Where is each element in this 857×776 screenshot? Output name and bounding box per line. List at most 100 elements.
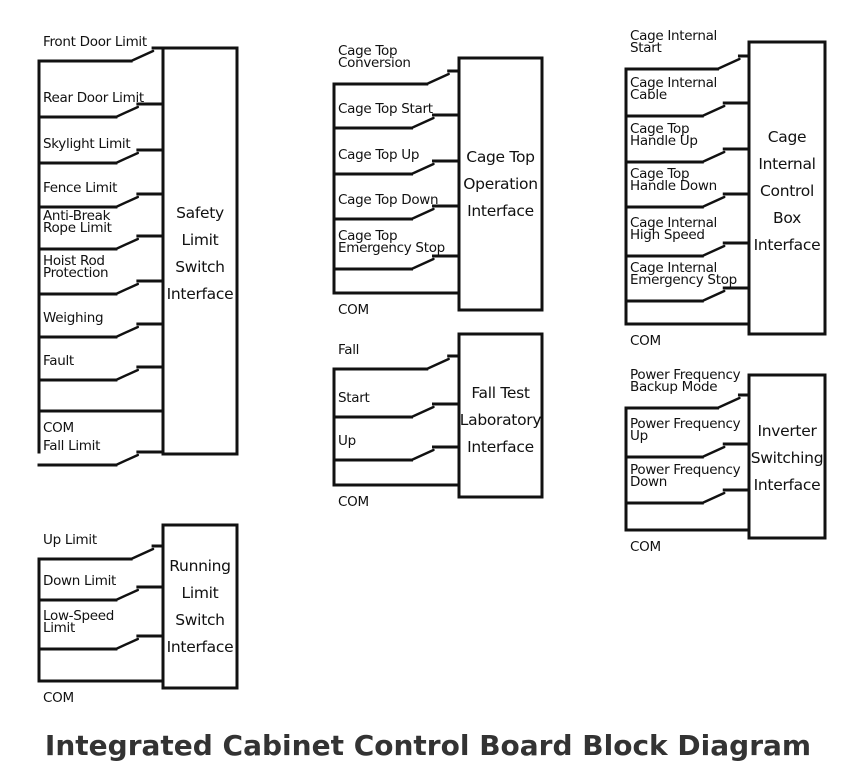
falltest-interface-name: Laboratory bbox=[460, 411, 542, 429]
running-input-label: COM bbox=[43, 690, 74, 706]
inverter-input-label: Power Frequency bbox=[630, 367, 741, 383]
diagram-title: Integrated Cabinet Control Board Block D… bbox=[45, 729, 811, 762]
cagetop-com-terminal: COM bbox=[332, 291, 461, 318]
switch-contact bbox=[425, 72, 450, 86]
cagetop-input-label: Emergency Stop bbox=[338, 240, 445, 256]
cagetop-input-switch: Cage Top Down bbox=[332, 192, 461, 221]
switch-contact bbox=[701, 150, 726, 164]
safety-interface-name: Limit bbox=[182, 231, 219, 249]
cageinternal-interface-name: Interface bbox=[754, 236, 821, 254]
running-interface-box bbox=[161, 523, 239, 690]
switch-contact bbox=[114, 105, 140, 119]
inverter-input-label: Backup Mode bbox=[630, 379, 717, 395]
cagetop-input-switch: Cage Top Start bbox=[332, 101, 461, 130]
cagetop-input-label: Cage Top Down bbox=[338, 192, 438, 208]
safety-input-switch: Skylight Limit bbox=[37, 136, 165, 165]
cageinternal-input-label: Cage Internal bbox=[630, 260, 717, 276]
safety-input-switch: Fence Limit bbox=[37, 180, 165, 209]
cageinternal-input-label: COM bbox=[630, 333, 661, 349]
cageinternal-input-label: Handle Down bbox=[630, 178, 717, 194]
safety-interface-box bbox=[161, 46, 239, 456]
safety-input-switch: Fault bbox=[37, 353, 165, 382]
cageinternal-input-label: High Speed bbox=[630, 227, 705, 243]
safety-input-label: Fault bbox=[43, 353, 74, 369]
falltest-input-label: Fall bbox=[338, 342, 359, 358]
safety-input-switch: Front Door Limit bbox=[37, 34, 165, 63]
switch-contact bbox=[410, 207, 435, 221]
running-input-switch: Up Limit bbox=[37, 532, 165, 561]
block-falltest: Fall TestLaboratoryInterfaceFallStartUpC… bbox=[332, 332, 544, 510]
cageinternal-interface-name: Cage bbox=[768, 128, 807, 146]
safety-input-label: Front Door Limit bbox=[43, 34, 147, 50]
safety-input-switch: Rear Door Limit bbox=[37, 90, 165, 119]
falltest-input-label: Up bbox=[338, 433, 356, 449]
inverter-interface-name: Switching bbox=[751, 449, 824, 467]
inverter-input-label: Power Frequency bbox=[630, 416, 741, 432]
running-input-label: Low-Speed bbox=[43, 608, 114, 624]
cagetop-input-label: Cage Top Up bbox=[338, 147, 419, 163]
switch-contact bbox=[114, 368, 140, 382]
safety-input-label: COM bbox=[43, 420, 74, 436]
falltest-interface-name: Fall Test bbox=[471, 384, 530, 402]
switch-contact bbox=[410, 116, 435, 130]
cageinternal-interface-name: Box bbox=[773, 209, 801, 227]
switch-contact bbox=[410, 448, 435, 462]
cagetop-input-label: Cage Top Start bbox=[338, 101, 433, 117]
switch-contact bbox=[114, 637, 140, 651]
safety-interface-name: Safety bbox=[176, 204, 224, 222]
running-interface-name: Limit bbox=[182, 584, 219, 602]
cagetop-input-label: Cage Top bbox=[338, 228, 397, 244]
switch-contact bbox=[410, 162, 435, 176]
cageinternal-input-label: Start bbox=[630, 40, 661, 56]
cageinternal-input-label: Emergency Stop bbox=[630, 272, 737, 288]
cagetop-interface-name: Cage Top bbox=[466, 148, 534, 166]
cagetop-interface-name: Interface bbox=[467, 202, 534, 220]
running-interface-name: Running bbox=[169, 557, 230, 575]
switch-contact bbox=[701, 195, 726, 209]
running-interface-name: Switch bbox=[175, 611, 224, 629]
safety-input-label: Rope Limit bbox=[43, 220, 112, 236]
safety-input-label: Fence Limit bbox=[43, 180, 117, 196]
falltest-input-switch: Start bbox=[332, 390, 461, 419]
safety-input-label: Anti-Break bbox=[43, 208, 111, 224]
running-interface-name: Interface bbox=[167, 638, 234, 656]
falltest-interface-box bbox=[457, 332, 544, 499]
inverter-interface-name: Inverter bbox=[757, 422, 817, 440]
switch-contact bbox=[114, 588, 140, 602]
falltest-input-switch: Fall bbox=[332, 342, 461, 371]
falltest-input-switch: Up bbox=[332, 433, 461, 462]
safety-input-label: Hoist Rod bbox=[43, 253, 105, 269]
switch-contact bbox=[701, 491, 726, 505]
falltest-input-label: COM bbox=[338, 494, 369, 510]
safety-input-label: Fall Limit bbox=[43, 438, 100, 454]
cagetop-interface-box bbox=[457, 56, 544, 312]
cageinternal-interface-name: Internal bbox=[758, 155, 815, 173]
switch-contact bbox=[425, 357, 450, 371]
safety-input-label: Skylight Limit bbox=[43, 136, 130, 152]
safety-com-terminal: COM bbox=[37, 409, 165, 436]
running-input-label: Limit bbox=[43, 620, 75, 636]
cagetop-input-switch: Cage Top Up bbox=[332, 147, 461, 176]
switch-contact bbox=[716, 396, 741, 410]
cageinternal-input-label: Cage Internal bbox=[630, 28, 717, 44]
switch-contact bbox=[114, 151, 140, 165]
cageinternal-input-label: Handle Up bbox=[630, 133, 698, 149]
